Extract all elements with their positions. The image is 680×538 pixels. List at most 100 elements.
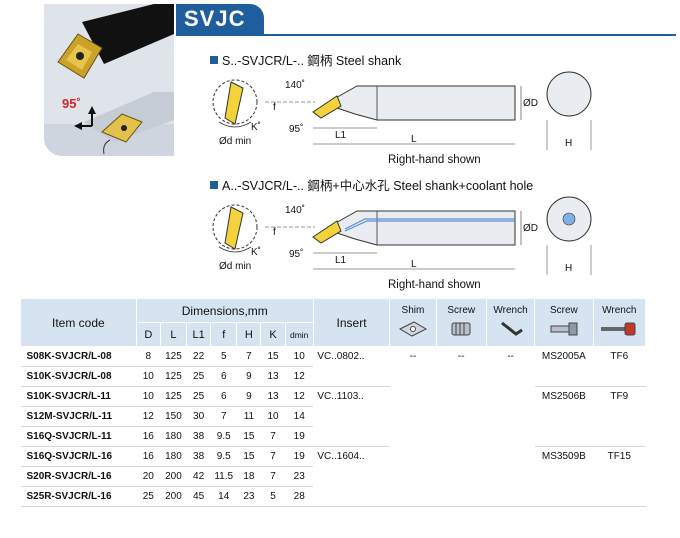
l-label: L [411, 259, 417, 270]
dim-value: 10 [260, 406, 286, 427]
dim-value: 30 [186, 406, 211, 427]
header-wrench2: Wrench [592, 298, 647, 347]
wrench2-value: TF15 [593, 446, 646, 507]
h-label: H [565, 138, 572, 149]
section2-heading-text: A..-SVJCR/L-.. 鋼柄+中心水孔 Steel shank+coola… [222, 179, 534, 193]
table-row: S10K-SVJCR/L-08 10 125 25 6 9 13 12 [20, 366, 646, 387]
table-row: S10K-SVJCR/L-11 10 125 25 6 9 13 12 VC..… [20, 386, 646, 447]
section1-drawing: Ød min K˚ 140˚ 95˚ f L1 L ØD H [212, 71, 592, 150]
header-item-code: Item code [20, 298, 137, 347]
k-label: K˚ [251, 121, 261, 133]
section2-caption: Right-hand shown [388, 279, 481, 291]
angle-top-label: 140˚ [285, 79, 305, 91]
bullet-square-icon [210, 55, 218, 64]
wrench2-value: TF9 [593, 386, 646, 447]
dim-value: 10 [285, 346, 314, 367]
header-dim-k: K [260, 322, 286, 347]
photo-angle-label: 95˚ [62, 96, 81, 111]
angle-bottom-label: 95˚ [289, 123, 303, 135]
wrench2-value: TF6 [593, 346, 646, 387]
shim-value: -- [389, 346, 437, 507]
dim-value: 19 [285, 446, 314, 467]
header-insert: Insert [312, 298, 391, 347]
section1-heading-text: S..-SVJCR/L-.. 鋼柄 Steel shank [222, 54, 402, 68]
f-label: f [273, 227, 276, 238]
dim-value: 19 [285, 426, 314, 447]
tool-photo-illustration [44, 4, 174, 156]
dim-value: 6 [210, 386, 237, 407]
dim-value: 125 [160, 346, 187, 367]
header-screw: Screw [435, 298, 487, 347]
dim-value: 9 [236, 366, 261, 387]
tool-photo-panel: 95˚ [44, 4, 174, 156]
dim-value: 9.5 [210, 446, 237, 467]
coolant-channel [344, 220, 515, 232]
header-shim-label: Shim [401, 305, 425, 316]
screw-value: -- [436, 346, 487, 507]
dim-value: 15 [260, 346, 286, 367]
dim-value: 14 [210, 486, 237, 507]
header-wrench: Wrench [485, 298, 536, 347]
dim-value: 7 [260, 446, 286, 467]
dim-value: 16 [136, 426, 161, 447]
dim-value: 150 [160, 406, 187, 427]
dim-value: 125 [160, 386, 187, 407]
dim-value: 11.5 [210, 466, 237, 487]
header-dim-l1: L1 [186, 322, 212, 347]
dim-value: 12 [136, 406, 161, 427]
section1-caption: Right-hand shown [388, 154, 481, 166]
item-code: S20R-SVJCR/L-16 [20, 466, 137, 487]
dim-value: 5 [260, 486, 286, 507]
dim-value: 20 [136, 466, 161, 487]
item-code: S10K-SVJCR/L-08 [20, 366, 137, 387]
item-code: S10K-SVJCR/L-11 [20, 386, 137, 407]
dim-value: 7 [210, 406, 237, 427]
header-dimensions: Dimensions,mm [135, 298, 314, 323]
insert-shape [312, 220, 342, 244]
insert-value: VC..1604.. [313, 446, 390, 507]
insert-value: VC..1103.. [313, 386, 390, 447]
table-row: S16Q-SVJCR/L-11 16 180 38 9.5 15 7 19 [20, 426, 646, 447]
dim-value: 6 [210, 366, 237, 387]
dim-value: 200 [160, 466, 187, 487]
insert-shape [224, 81, 244, 125]
dim-value: 15 [236, 426, 261, 447]
dim-value: 7 [236, 346, 261, 367]
section1-heading: S..-SVJCR/L-.. 鋼柄 Steel shank [210, 50, 401, 69]
dim-value: 23 [236, 486, 261, 507]
k-label: K˚ [251, 246, 261, 258]
dmin-label: Ød min [219, 136, 251, 147]
insert-shape [224, 206, 244, 250]
header-screw2-label: Screw [549, 305, 578, 316]
f-label: f [273, 102, 276, 113]
header-dim-f: f [210, 322, 238, 347]
header-dim-dmin: dmin [284, 322, 314, 347]
shim-icon [398, 321, 427, 337]
angle-top-label: 140˚ [285, 204, 305, 216]
dim-value: 7 [260, 426, 286, 447]
coolant-channel [344, 218, 515, 230]
dim-value: 180 [160, 426, 187, 447]
dim-value: 5 [210, 346, 237, 367]
dim-value: 42 [186, 466, 211, 487]
dim-value: 13 [260, 366, 286, 387]
dim-value: 7 [260, 466, 286, 487]
screw2-value: MS3509B [534, 446, 594, 507]
dim-value: 25 [136, 486, 161, 507]
header-dim-h: H [236, 322, 262, 347]
section2-heading: A..-SVJCR/L-.. 鋼柄+中心水孔 Steel shank+coola… [210, 175, 533, 194]
torx-wrench-icon [601, 322, 636, 336]
d-label: ØD [523, 223, 538, 234]
insert-shape [312, 95, 342, 119]
table-row: S12M-SVJCR/L-11 12 150 30 7 11 10 14 [20, 406, 646, 427]
dim-value: 10 [136, 386, 161, 407]
screw2-value: MS2506B [534, 386, 594, 447]
header-wrench-label: Wrench [493, 305, 528, 316]
dmin-label: Ød min [219, 261, 251, 272]
header-screw2: Screw [534, 298, 594, 347]
coolant-hole [562, 212, 576, 226]
angle-bottom-label: 95˚ [289, 248, 303, 260]
l1-label: L1 [335, 130, 347, 141]
dim-value: 25 [186, 386, 211, 407]
dim-value: 45 [186, 486, 211, 507]
